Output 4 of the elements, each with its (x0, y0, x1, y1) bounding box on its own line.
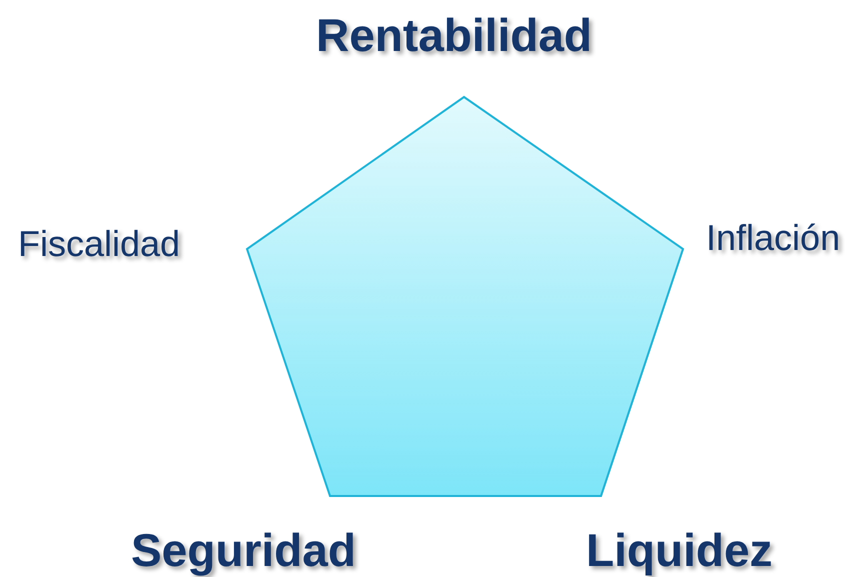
main-factor-label: Liquidez (586, 527, 773, 573)
factor-label: Inflación (706, 220, 840, 256)
main-factor-label: Rentabilidad (316, 12, 592, 58)
factor-label: Fiscalidad (18, 226, 180, 262)
